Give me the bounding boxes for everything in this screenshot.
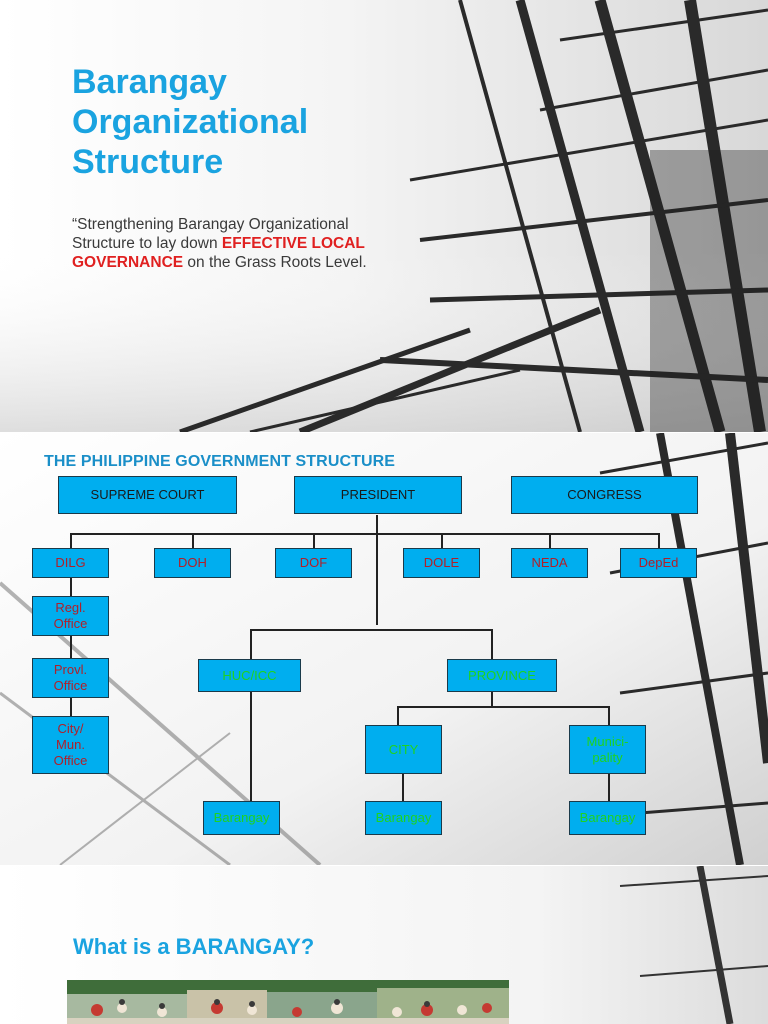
neda-box: NEDA <box>511 548 588 578</box>
slide-org-chart: THE PHILIPPINE GOVERNMENT STRUCTURE SUPR… <box>0 433 768 865</box>
president-box: PRESIDENT <box>294 476 462 514</box>
city-mun-office-box: City/ Mun. Office <box>32 716 109 774</box>
doh-box: DOH <box>154 548 231 578</box>
connector-neda <box>549 533 551 549</box>
building-glass-background <box>0 0 768 432</box>
connector-dilg <box>70 533 72 549</box>
slide-title-heading: Barangay Organizational Structure <box>72 62 392 182</box>
president-trunk-line <box>376 515 378 625</box>
supreme-court-box: SUPREME COURT <box>58 476 237 514</box>
title-line-3: Structure <box>72 143 224 181</box>
city-box: CITY <box>365 725 442 774</box>
title-line-1: Barangay <box>72 63 227 101</box>
barangay-box-city: Barangay <box>365 801 442 835</box>
connector-provincial-city <box>70 697 72 717</box>
barangay-box-municipality: Barangay <box>569 801 646 835</box>
title-line-2: Organizational <box>72 103 309 141</box>
department-bus-line <box>70 533 660 535</box>
connector-regional-provincial <box>70 635 72 659</box>
dole-box: DOLE <box>403 548 480 578</box>
connector-doh <box>192 533 194 549</box>
congress-box: CONGRESS <box>511 476 698 514</box>
slide-what-is-barangay: What is a BARANGAY? <box>0 866 768 1024</box>
quote-text-start: “Strengthening Barangay Organizational S… <box>72 216 349 252</box>
connector-dole <box>441 533 443 549</box>
barangay-meeting-photo <box>67 980 509 1024</box>
dof-box: DOF <box>275 548 352 578</box>
connector-huc-barangay <box>250 692 252 802</box>
slide-quote: “Strengthening Barangay Organizational S… <box>72 215 392 272</box>
dilg-box: DILG <box>32 548 109 578</box>
connector-dof <box>313 533 315 549</box>
slide-heading: What is a BARANGAY? <box>73 934 315 959</box>
connector-huc <box>250 629 252 659</box>
org-chart-heading: THE PHILIPPINE GOVERNMENT STRUCTURE <box>44 453 396 470</box>
connector-municipality-barangay <box>608 774 610 802</box>
quote-text-end: on the Grass Roots Level. <box>183 254 367 271</box>
connector-city-barangay <box>402 774 404 802</box>
connector-municipality <box>608 706 610 726</box>
connector-province-down <box>491 692 493 706</box>
huc-icc-box: HUC/ICC <box>198 659 301 692</box>
regional-office-box: Regl. Office <box>32 596 109 636</box>
provincial-office-box: Provl. Office <box>32 658 109 698</box>
quote-emphasis: EFFECTIVE LOCAL GOVERNANCE <box>72 235 365 271</box>
province-box: PROVINCE <box>447 659 557 692</box>
connector-deped <box>658 533 660 549</box>
slide-title: Barangay Organizational Structure “Stren… <box>0 0 768 432</box>
connector-city <box>397 706 399 726</box>
connector-province <box>491 629 493 659</box>
photo-illustration <box>67 980 509 1024</box>
province-bus-line <box>397 706 609 708</box>
barangay-box-huc: Barangay <box>203 801 280 835</box>
municipality-box: Munici- pality <box>569 725 646 774</box>
connector-dilg-regional <box>70 577 72 597</box>
lgu-bus-line <box>250 629 492 631</box>
deped-box: DepEd <box>620 548 697 578</box>
